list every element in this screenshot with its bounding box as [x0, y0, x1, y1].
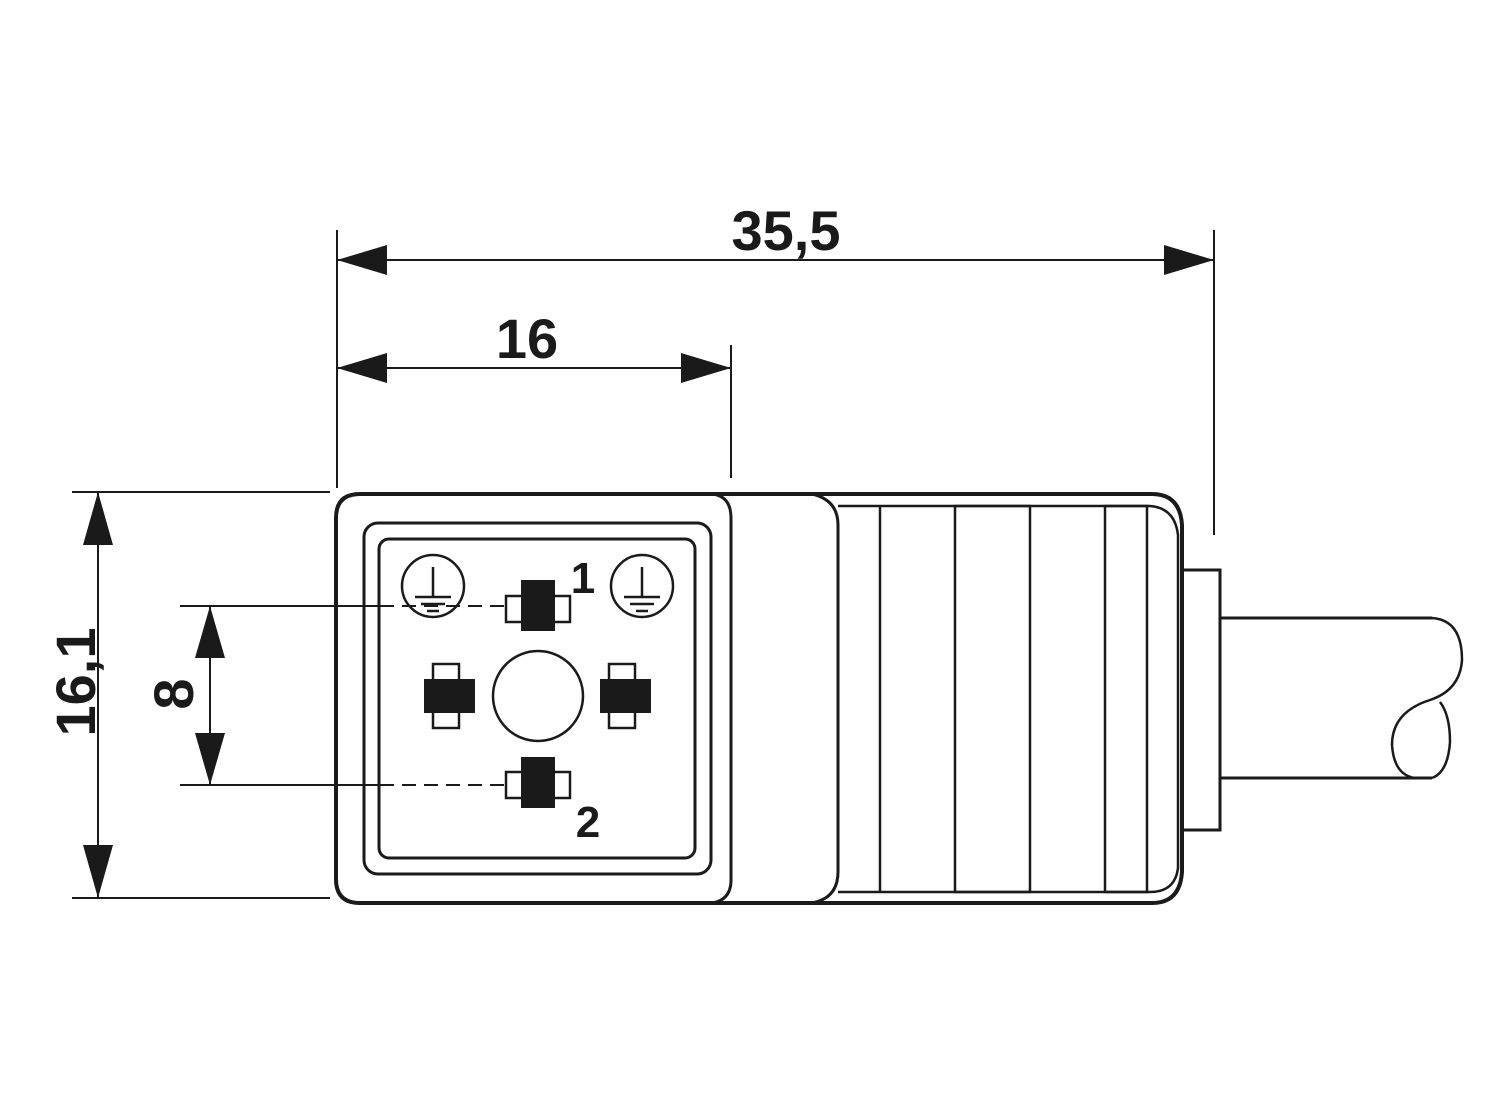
center-hole: [491, 649, 585, 743]
pin-left: [424, 662, 475, 730]
pin-label-1: 1: [571, 554, 595, 603]
dimension-label-8: 8: [142, 678, 205, 709]
arrow-down-icon: [195, 733, 225, 785]
arrow-up-icon: [195, 606, 225, 658]
dimension-overall-length: 35,5: [336, 199, 1215, 535]
arrow-down-icon: [83, 845, 113, 898]
pin-1: 1: [504, 554, 595, 631]
pin-label-2: 2: [576, 798, 600, 847]
pin-2: 2: [504, 757, 600, 847]
arrow-right-icon: [1164, 245, 1214, 275]
connector-body: [334, 492, 1184, 905]
dimension-label-16: 16: [496, 307, 558, 370]
arrow-left-icon: [337, 353, 387, 383]
arrow-right-icon: [681, 353, 731, 383]
ground-icon: [400, 553, 466, 619]
dimension-pin-spacing: 8: [142, 605, 508, 786]
arrow-up-icon: [83, 492, 113, 545]
dimension-label-35-5: 35,5: [732, 199, 841, 262]
dimension-label-16-1: 16,1: [44, 628, 107, 737]
cable: [1182, 568, 1464, 832]
connector-face: 1 2: [362, 521, 713, 876]
pin-right: [600, 662, 651, 730]
arrow-left-icon: [337, 245, 387, 275]
dimension-head-width: 16: [337, 307, 732, 478]
ground-icon: [609, 553, 675, 619]
dimension-head-height: 16,1: [44, 491, 330, 899]
